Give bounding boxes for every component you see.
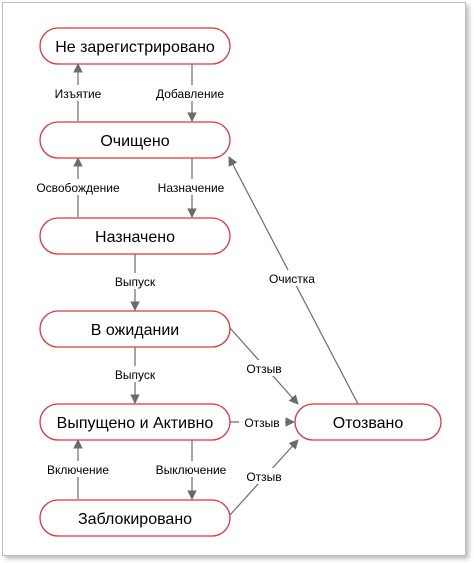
label-revoke-active: Отзыв	[239, 414, 285, 430]
svg-text:Освобождение: Освобождение	[36, 181, 120, 195]
svg-text:Выключение: Выключение	[156, 463, 227, 477]
label-addition: Добавление	[146, 85, 236, 101]
state-cleared: Очищено	[39, 121, 231, 159]
label-enabling: Включение	[36, 461, 120, 477]
svg-text:Выпущено и Активно: Выпущено и Активно	[57, 415, 214, 432]
label-issue-2: Выпуск	[106, 366, 164, 382]
svg-text:Выпуск: Выпуск	[115, 275, 156, 289]
svg-text:В ожидании: В ожидании	[91, 322, 179, 339]
state-not-registered: Не зарегистрировано	[39, 27, 231, 65]
svg-text:Изъятие: Изъятие	[55, 87, 102, 101]
label-withdrawal: Изъятие	[46, 85, 110, 101]
svg-text:Назначено: Назначено	[95, 229, 175, 246]
svg-text:Отзыв: Отзыв	[246, 470, 281, 484]
label-revoke-pending: Отзыв	[241, 360, 287, 376]
label-revoke-blocked: Отзыв	[241, 468, 287, 484]
svg-text:Заблокировано: Заблокировано	[78, 511, 192, 528]
svg-text:Назначение: Назначение	[158, 181, 225, 195]
svg-text:Очищено: Очищено	[100, 133, 169, 150]
state-assigned: Назначено	[39, 217, 231, 255]
label-cleanup: Очистка	[262, 270, 322, 286]
label-assignment: Назначение	[148, 179, 234, 195]
state-issued-active: Выпущено и Активно	[39, 403, 231, 441]
svg-text:Включение: Включение	[47, 463, 109, 477]
label-release: Освобождение	[24, 179, 132, 195]
svg-text:Отозвано: Отозвано	[333, 415, 404, 432]
state-revoked: Отозвано	[294, 403, 442, 441]
svg-text:Добавление: Добавление	[156, 87, 224, 101]
label-disabling: Выключение	[146, 461, 238, 477]
svg-text:Выпуск: Выпуск	[115, 368, 156, 382]
svg-text:Не зарегистрировано: Не зарегистрировано	[55, 39, 215, 56]
svg-text:Отзыв: Отзыв	[246, 362, 281, 376]
svg-text:Очистка: Очистка	[269, 272, 315, 286]
label-issue-1: Выпуск	[106, 273, 164, 289]
svg-text:Отзыв: Отзыв	[244, 416, 279, 430]
state-blocked: Заблокировано	[39, 499, 231, 537]
state-pending: В ожидании	[39, 310, 231, 348]
